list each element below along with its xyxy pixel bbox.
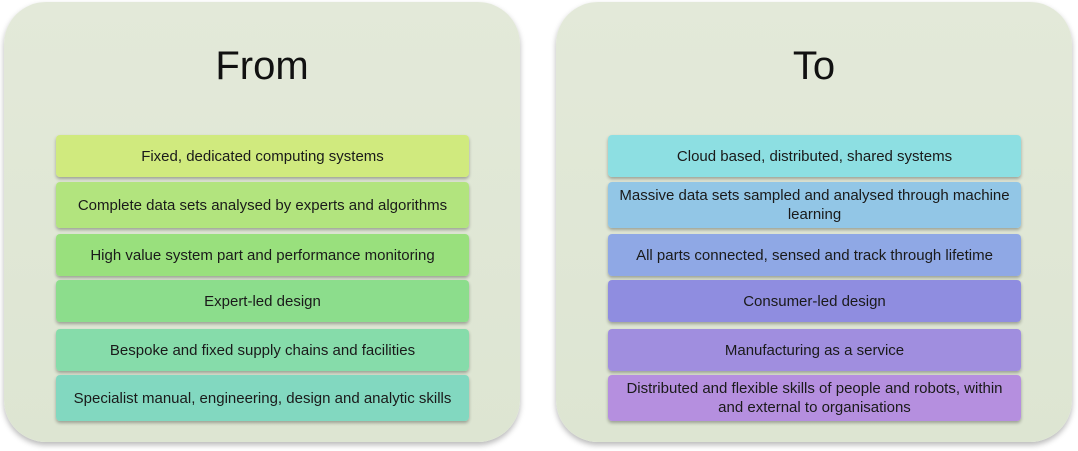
to-item-machine-learning: Massive data sets sampled and analysed t…	[608, 182, 1021, 228]
to-item-manufacturing-service: Manufacturing as a service	[608, 329, 1021, 371]
from-item-computing: Fixed, dedicated computing systems	[56, 135, 469, 177]
to-item-parts-connected: All parts connected, sensed and track th…	[608, 234, 1021, 276]
from-title: From	[215, 44, 309, 88]
from-panel: From Fixed, dedicated computing systems …	[4, 2, 520, 442]
to-item-cloud: Cloud based, distributed, shared systems	[608, 135, 1021, 177]
from-item-monitoring: High value system part and performance m…	[56, 234, 469, 276]
to-item-consumer-design: Consumer-led design	[608, 280, 1021, 322]
to-panel: To Cloud based, distributed, shared syst…	[556, 2, 1072, 442]
to-title: To	[792, 44, 836, 88]
from-item-data-sets: Complete data sets analysed by experts a…	[56, 182, 469, 228]
to-item-flexible-skills: Distributed and flexible skills of peopl…	[608, 375, 1021, 421]
from-item-design: Expert-led design	[56, 280, 469, 322]
from-item-supply-chains: Bespoke and fixed supply chains and faci…	[56, 329, 469, 371]
from-item-skills: Specialist manual, engineering, design a…	[56, 375, 469, 421]
